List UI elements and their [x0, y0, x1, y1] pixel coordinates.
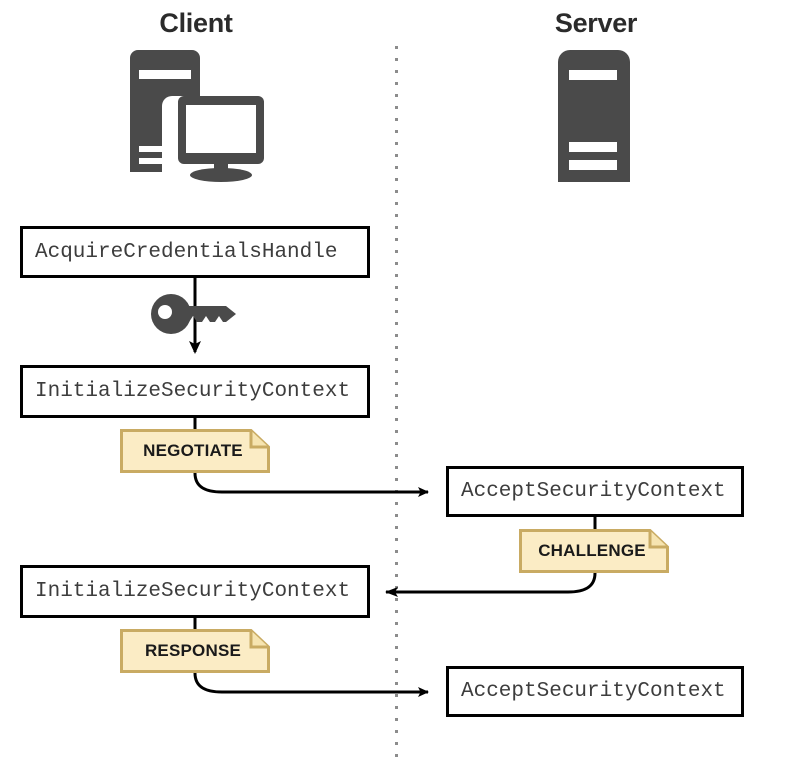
desktop-computer-icon [128, 50, 264, 187]
lane-divider [395, 46, 398, 762]
note-response[interactable]: RESPONSE [120, 629, 270, 673]
note-negotiate[interactable]: NEGOTIATE [120, 429, 270, 473]
process-box-acquire-credentials-handle[interactable]: AcquireCredentialsHandle [20, 226, 370, 278]
process-box-initialize-security-context-2[interactable]: InitializeSecurityContext [20, 565, 370, 618]
note-challenge[interactable]: CHALLENGE [519, 529, 669, 573]
key-icon [150, 293, 240, 340]
process-box-accept-security-context-2[interactable]: AcceptSecurityContext [446, 666, 744, 717]
process-box-accept-security-context-1[interactable]: AcceptSecurityContext [446, 466, 744, 517]
lane-title-server: Server [554, 8, 638, 38]
server-tower-icon [556, 50, 632, 187]
process-box-initialize-security-context-1[interactable]: InitializeSecurityContext [20, 365, 370, 418]
lane-title-client: Client [159, 8, 233, 38]
